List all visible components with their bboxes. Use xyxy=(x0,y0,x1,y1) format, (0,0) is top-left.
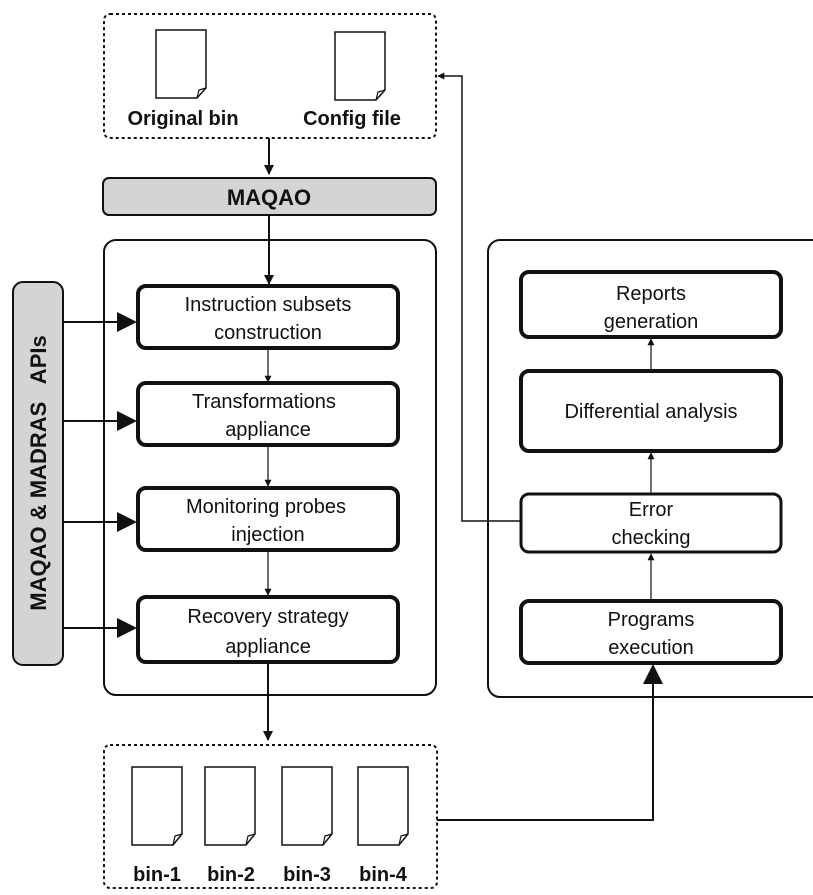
step-label-line-1: Transformations xyxy=(192,391,336,413)
step-label-line-1: Monitoring probes xyxy=(186,496,346,518)
bin-2-label: bin-2 xyxy=(207,864,255,886)
error-label-line-2: checking xyxy=(612,527,691,549)
arrow-outputs-to-programs xyxy=(437,664,663,821)
input-files-group: Original bin Config file xyxy=(103,13,437,139)
step-transformations: Transformations appliance xyxy=(136,381,400,447)
instrumentation-container xyxy=(103,239,437,696)
apis-bar xyxy=(12,281,64,666)
bin-4-file-icon xyxy=(357,766,409,846)
step-label-line-2: construction xyxy=(214,322,322,344)
input-files-frame xyxy=(103,13,437,139)
programs-label-line-1: Programs xyxy=(608,609,695,631)
bin-1-label: bin-1 xyxy=(133,864,181,886)
output-files-frame xyxy=(103,744,438,889)
arrow-error-to-inputs xyxy=(437,72,521,522)
step-instruction-subsets: Instruction subsets construction xyxy=(136,284,400,350)
step-error-checking: Error checking xyxy=(519,492,783,554)
bin-3-file-icon xyxy=(281,766,333,846)
original-bin-file-icon xyxy=(155,29,207,99)
output-files-group: bin-1 bin-2 bin-3 bin-4 xyxy=(103,744,438,889)
step-differential-analysis: Differential analysis xyxy=(519,369,783,453)
bin-2-file-icon xyxy=(204,766,256,846)
config-file-icon xyxy=(334,31,386,101)
reports-label-line-2: generation xyxy=(604,311,699,333)
bin-4-label: bin-4 xyxy=(359,864,408,886)
bin-3-label: bin-3 xyxy=(283,864,331,886)
step-recovery-strategy: Recovery strategy appliance xyxy=(136,595,400,664)
step-monitoring-probes: Monitoring probes injection xyxy=(136,486,400,552)
step-label-line-2: appliance xyxy=(225,419,311,441)
step-reports-generation: Reports generation xyxy=(519,270,783,339)
reports-label-line-1: Reports xyxy=(616,283,686,305)
maqao-label: MAQAO xyxy=(227,185,311,210)
apis-label: MAQAO & MADRAS APIs xyxy=(26,335,51,610)
step-label-line-1: Recovery strategy xyxy=(187,606,348,628)
step-label-line-1: Instruction subsets xyxy=(185,294,352,316)
step-programs-execution: Programs execution xyxy=(519,599,783,665)
original-bin-label: Original bin xyxy=(127,108,238,130)
error-label-line-1: Error xyxy=(629,499,674,521)
analysis-container xyxy=(487,239,813,698)
step-label-line-2: injection xyxy=(231,524,304,546)
bin-1-file-icon xyxy=(131,766,183,846)
config-file-label: Config file xyxy=(303,108,401,130)
step-label-line-2: appliance xyxy=(225,636,311,658)
programs-label-line-2: execution xyxy=(608,637,694,659)
differential-label: Differential analysis xyxy=(564,401,737,423)
